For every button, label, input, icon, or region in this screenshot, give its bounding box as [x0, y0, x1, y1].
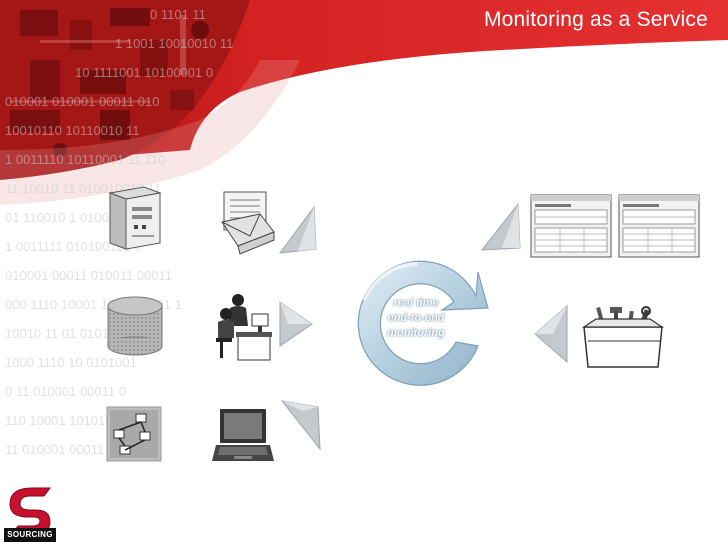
binary-line: 10010110 10110010 11	[5, 123, 140, 138]
laptop-icon	[212, 409, 274, 461]
network-switch-icon	[106, 406, 162, 462]
binary-line: 010001 010001 00011 010	[5, 94, 160, 109]
database-icon	[107, 296, 163, 356]
binary-line: 0 1101 11	[150, 7, 206, 22]
server-tower-icon	[108, 186, 162, 250]
arrow-icon	[480, 202, 521, 251]
arrow-icon	[534, 304, 568, 364]
binary-line: 11 010001 00011 010	[5, 442, 130, 457]
cycle-label-line: end-to-end	[387, 312, 445, 324]
toolbox-icon	[582, 306, 664, 368]
arrow-icon	[279, 301, 313, 347]
arrow-icon	[280, 400, 321, 451]
binary-line: 1 0011110 10110001 11 110	[5, 152, 166, 167]
binary-line: 0 11 010001 00011 0	[5, 384, 126, 399]
circuit-chips	[10, 8, 209, 157]
slide-title: Monitoring as a Service	[483, 8, 708, 31]
binary-line: 1 0011111 010100101 0	[5, 239, 143, 254]
binary-line: 010001 00011 010011 00011	[5, 268, 173, 283]
users-at-desk-icon	[216, 294, 272, 361]
monitoring-cycle-icon	[357, 260, 489, 386]
cycle-label-line: real time	[393, 297, 439, 309]
binary-line: 1 1001 10010010 11	[115, 36, 234, 51]
cycle-label: real time end-to-end monitoring	[374, 296, 458, 341]
logo-wordmark: SOURCING	[4, 528, 56, 542]
report-screenshot-icon	[530, 194, 612, 258]
binary-line: 1000 1110 10 0101001	[5, 355, 137, 370]
arrow-icon	[278, 205, 317, 254]
report-screenshot-icon	[618, 194, 700, 258]
binary-line: 10 1111001 10100001 0	[75, 65, 214, 80]
cycle-label-line: monitoring	[387, 327, 445, 339]
company-logo	[9, 487, 51, 535]
email-envelope-icon	[221, 191, 275, 255]
